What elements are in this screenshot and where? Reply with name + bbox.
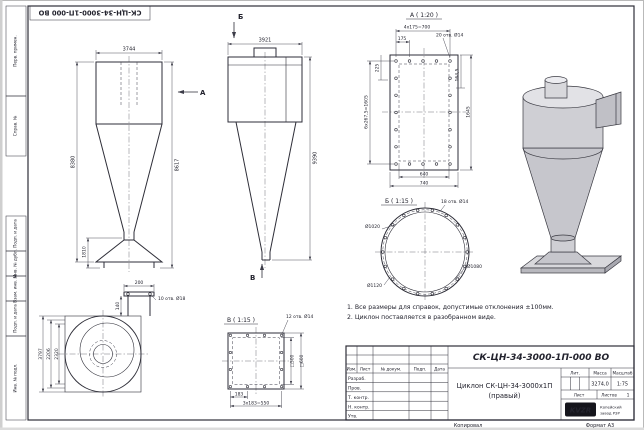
detail-b-dia-inner: Ø1020 — [365, 223, 380, 230]
sheet-label: Лист — [574, 393, 585, 398]
detail-a-dim-left-span: 6x267,5=1605 — [364, 95, 370, 129]
mass-label: Масса — [593, 371, 607, 376]
detail-v-bolt-holes — [228, 333, 284, 389]
col-data: Дата — [434, 367, 445, 372]
product-subtitle: (правый) — [488, 392, 520, 400]
frame-field-inv-dubl: Инв. № дубл. — [13, 249, 18, 278]
volute-dim-width: 200 — [135, 280, 144, 286]
detail-v-holes-note: 12 отв. Ø14 — [286, 313, 313, 320]
detail-a-holes-note: 20 отв. Ø14 — [436, 32, 463, 39]
front-dim-width: 3744 — [123, 47, 136, 53]
detail-v-dim-pitch: 183 — [235, 392, 244, 398]
detail-a-title: А ( 1:20 ) — [410, 12, 438, 19]
side-section-label-b: Б — [238, 13, 243, 21]
scale-value: 1:75 — [617, 382, 628, 388]
volute-dim-height: 3797 — [38, 348, 44, 360]
row-nkontr: Н. контр. — [348, 405, 370, 411]
front-dim-bottom: 1810 — [82, 246, 88, 258]
detail-a-dim-pitch: 175 — [398, 36, 407, 42]
col-doc: № докум. — [381, 367, 402, 372]
frame-field-podp-data-1: Подп. и дата — [13, 219, 18, 248]
copied-label: Копировал — [454, 423, 483, 429]
row-tkontr: Т. контр. — [347, 395, 369, 401]
col-izm: Изм. — [347, 367, 357, 372]
side-view: 3921 9390 Б В — [227, 13, 319, 282]
row-razrab: Разраб. — [348, 376, 366, 382]
front-dim-height-left: 8380 — [71, 156, 77, 169]
company-logo-text: KVZR — [570, 407, 591, 415]
detail-a-dim-span: 4x175=700 — [404, 25, 431, 31]
detail-view-a: А ( 1:20 ) 4x175=700 175 20 отв. Ø14 225… — [364, 12, 473, 188]
detail-v-title: В ( 1:15 ) — [227, 317, 255, 324]
row-prov: Пров. — [348, 386, 361, 392]
col-podp: Подп. — [414, 367, 427, 372]
drawing-frame: Перв. примен. Справ. № Подп. и дата Инв.… — [5, 5, 635, 421]
volute-dim-b: 2320 — [54, 348, 60, 360]
sheets-label: Листов — [601, 393, 617, 398]
product-title: Циклон СК-ЦН-34-3000х1П — [457, 382, 553, 390]
detail-v-dim-span: 3x183=550 — [243, 401, 270, 407]
detail-b-dia-bolt: Ø1080 — [467, 263, 482, 270]
detail-a-bolt-holes — [394, 59, 452, 166]
detail-b-dia-outer: Ø1120 — [367, 282, 382, 289]
volute-dim-duct: 140 — [115, 302, 121, 311]
mass-value: 3274,0 — [591, 382, 609, 388]
side-dim-height: 9390 — [313, 152, 319, 165]
frame-field-inv-podl: Инв. № подл. — [13, 364, 18, 393]
detail-v-dim-outer: □600 — [299, 354, 305, 367]
company-line-1: Копейский — [600, 405, 622, 410]
front-view: 3744 8380 1810 8617 А — [71, 47, 206, 272]
volute-dim-a: 2206 — [46, 348, 52, 360]
scan-edge-left — [0, 0, 3, 430]
note-line-2: 2. Циклон поставляется в разобранном вид… — [347, 313, 496, 321]
notes: 1. Все размеры для справок, допустимые о… — [347, 304, 554, 321]
detail-v-dim-inner: □500 — [290, 354, 296, 367]
titleblock-doc-number: СК-ЦН-34-3000-1П-000 ВО — [473, 353, 610, 363]
detail-a-dim-right-seg: 164,5 — [455, 68, 461, 81]
detail-a-dim-left-top: 225 — [375, 64, 381, 73]
detail-a-dim-inner-width: 640 — [420, 172, 429, 178]
detail-b-bolt-holes — [381, 208, 469, 296]
front-section-label-a: А — [200, 89, 206, 97]
volute-view: 200 140 10 отв. Ø18 3797 2206 2320 — [38, 280, 185, 398]
isometric-view — [519, 76, 623, 274]
front-dim-height-right: 8617 — [175, 159, 181, 172]
company-line-2: завод РЗР — [600, 411, 620, 416]
frame-field-perv-primen: Перв. примен. — [13, 35, 18, 66]
detail-b-holes-note: 18 отв. Ø14 — [441, 198, 468, 205]
note-line-1: 1. Все размеры для справок, допустимые о… — [347, 304, 554, 311]
frame-field-sprav-no: Справ. № — [13, 115, 18, 136]
format-label: Формат А3 — [586, 423, 614, 429]
lit-label: Лит. — [570, 371, 580, 376]
side-dim-width: 3921 — [259, 38, 272, 44]
scan-edge-bottom — [0, 427, 644, 430]
volute-holes-note: 10 отв. Ø18 — [158, 295, 185, 302]
row-utv: Утв. — [348, 414, 357, 420]
detail-a-dim-outer-width: 740 — [420, 181, 429, 187]
scale-label: Масштаб — [613, 371, 633, 376]
detail-view-b: Б ( 1:15 ) 18 отв. Ø14 Ø1020 Ø1080 Ø1120 — [365, 198, 482, 302]
top-stamp-doc-number: СК-ЦН-34-3000-1П-000 ВО — [38, 9, 141, 17]
col-list: Лист — [360, 367, 371, 372]
side-section-label-v: В — [250, 274, 255, 282]
frame-field-vzam-inv: Взам. инв. № — [13, 274, 18, 303]
company-logo — [565, 402, 596, 417]
sheets-value: 1 — [627, 393, 630, 399]
detail-b-title: Б ( 1:15 ) — [385, 198, 413, 205]
title-block: СК-ЦН-34-3000-1П-000 ВО Изм. Лист № доку… — [345, 345, 635, 421]
detail-view-v: В ( 1:15 ) 12 отв. Ø14 183 3x183=550 □50… — [222, 313, 313, 408]
frame-field-podp-data-2: Подп. и дата — [13, 304, 18, 333]
detail-a-dim-right-total: 1645 — [466, 106, 472, 118]
